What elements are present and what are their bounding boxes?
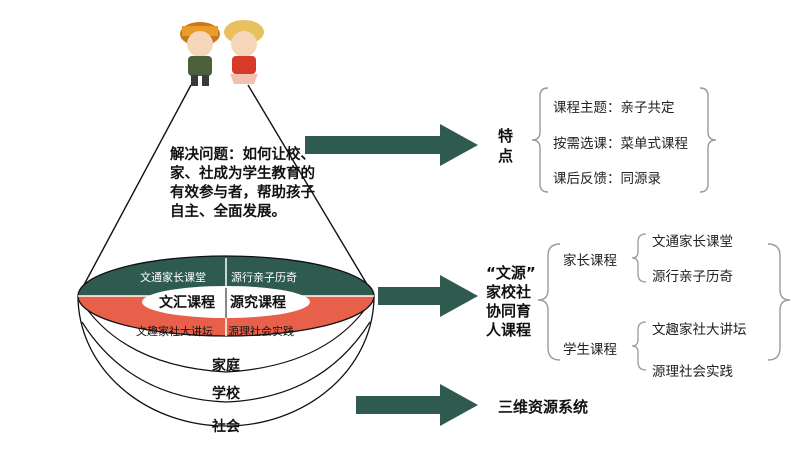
features-brace-right bbox=[699, 87, 717, 193]
course-label: “文源” 家校社 协同育 人课程 bbox=[486, 264, 536, 340]
parent-course-item: 文通家长课堂 bbox=[652, 234, 733, 250]
student-course-item: 源理社会实践 bbox=[652, 364, 733, 380]
mascot-girl-image bbox=[224, 20, 264, 84]
system-label: 三维资源系统 bbox=[498, 398, 589, 416]
feature-item: 课后反馈：同源录 bbox=[553, 171, 661, 187]
cone-right-line bbox=[247, 84, 375, 297]
course-label-line: 协同育 bbox=[486, 302, 532, 320]
problem-statement: 解决问题：如何让校、家、社成为学生教育的有效参与者，帮助孩子自主、全面发展。 bbox=[170, 147, 315, 220]
student-brace bbox=[631, 321, 647, 371]
student-course-item: 文趣家社大讲坛 bbox=[652, 322, 747, 338]
mascot-boy-image bbox=[180, 22, 220, 86]
course-label-line: 家校社 bbox=[486, 283, 532, 301]
layer-school-label: 学校 bbox=[212, 386, 240, 402]
center-right-label: 源究课程 bbox=[230, 295, 286, 311]
features-label: 特点 bbox=[498, 127, 514, 165]
layer-society-label: 社会 bbox=[212, 419, 240, 435]
arrow-course bbox=[378, 275, 478, 317]
layer-school-line bbox=[81, 321, 371, 403]
features-brace-left bbox=[531, 87, 549, 193]
courses-brace-left bbox=[537, 243, 561, 361]
ring-top-right-label: 源行亲子历奇 bbox=[231, 271, 297, 284]
arrow-system bbox=[356, 384, 478, 426]
arrow-features bbox=[305, 124, 478, 166]
ring-bottom-left-label: 文趣家社大讲坛 bbox=[136, 325, 213, 338]
student-course-label: 学生课程 bbox=[563, 342, 617, 358]
parent-course-label: 家长课程 bbox=[563, 253, 617, 269]
parent-course-item: 源行亲子历奇 bbox=[652, 269, 733, 285]
courses-brace-right bbox=[767, 243, 791, 361]
cone-left-line bbox=[77, 84, 192, 297]
ring-bottom-right-label: 源理社会实践 bbox=[228, 325, 294, 338]
feature-item: 按需选课：菜单式课程 bbox=[553, 136, 688, 152]
course-label-line: 人课程 bbox=[486, 321, 532, 339]
layer-family-line bbox=[77, 295, 375, 373]
parent-brace bbox=[631, 233, 647, 283]
feature-item: 课程主题：亲子共定 bbox=[553, 100, 675, 116]
layer-family-label: 家庭 bbox=[212, 358, 240, 374]
ring-top-left-label: 文通家长课堂 bbox=[140, 271, 206, 284]
center-left-label: 文汇课程 bbox=[159, 295, 215, 311]
course-label-line: “文源” bbox=[486, 264, 536, 282]
